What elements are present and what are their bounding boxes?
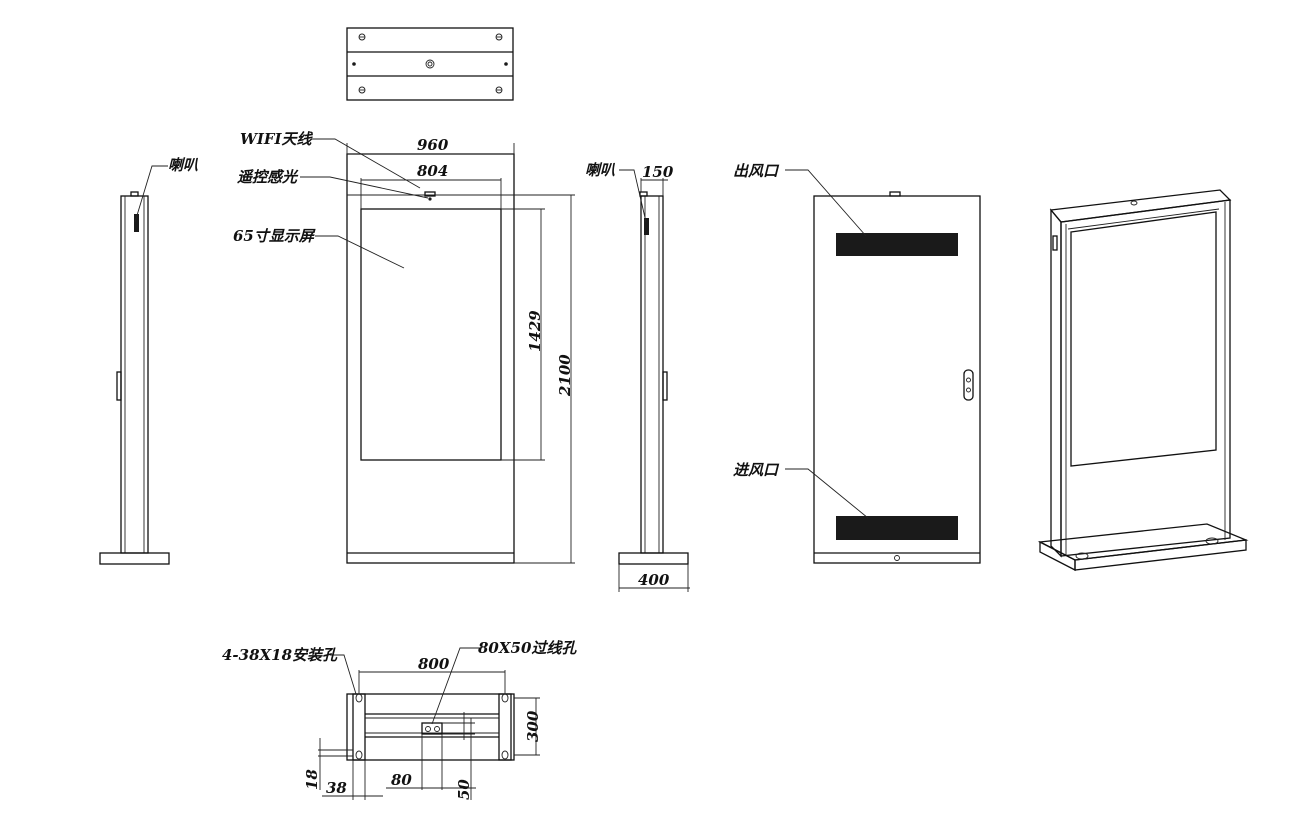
air-outlet-label: 出风口: [733, 162, 780, 180]
dim-base-width: 800: [418, 655, 450, 673]
mount-holes-label: 4-38X18安装孔: [222, 646, 338, 664]
remote-sensor-label: 遥控感光: [237, 168, 299, 186]
dim-height-screen: 1429: [526, 310, 544, 352]
right-side-view: [618, 169, 690, 592]
left-side-view: [99, 165, 170, 565]
isometric-view: [1037, 189, 1249, 572]
dim-hole-height: 18: [303, 769, 321, 790]
screen-label: 65寸显示屏: [233, 227, 316, 245]
top-view: [346, 27, 514, 101]
cable-hole-label: 80X50过线孔: [478, 639, 577, 657]
dim-hole-width: 38: [326, 779, 347, 797]
dim-base-depth: 300: [524, 710, 542, 742]
dim-width-total: 960: [417, 136, 449, 154]
front-view: [300, 138, 575, 564]
air-inlet-label: 进风口: [733, 461, 780, 479]
speaker-right-label: 喇叭: [585, 161, 616, 179]
wifi-antenna-label: WIFI天线: [240, 130, 314, 148]
dim-depth-base: 400: [638, 571, 670, 589]
speaker-left-label: 喇叭: [168, 156, 199, 174]
dim-depth-top: 150: [642, 163, 674, 181]
dim-cable-width: 80: [391, 771, 412, 789]
rear-view: [785, 169, 981, 564]
base-bottom-view: [318, 647, 540, 800]
dim-height-total: 2100: [556, 354, 574, 397]
dim-width-screen: 804: [417, 162, 448, 180]
dim-cable-height: 50: [455, 779, 473, 800]
